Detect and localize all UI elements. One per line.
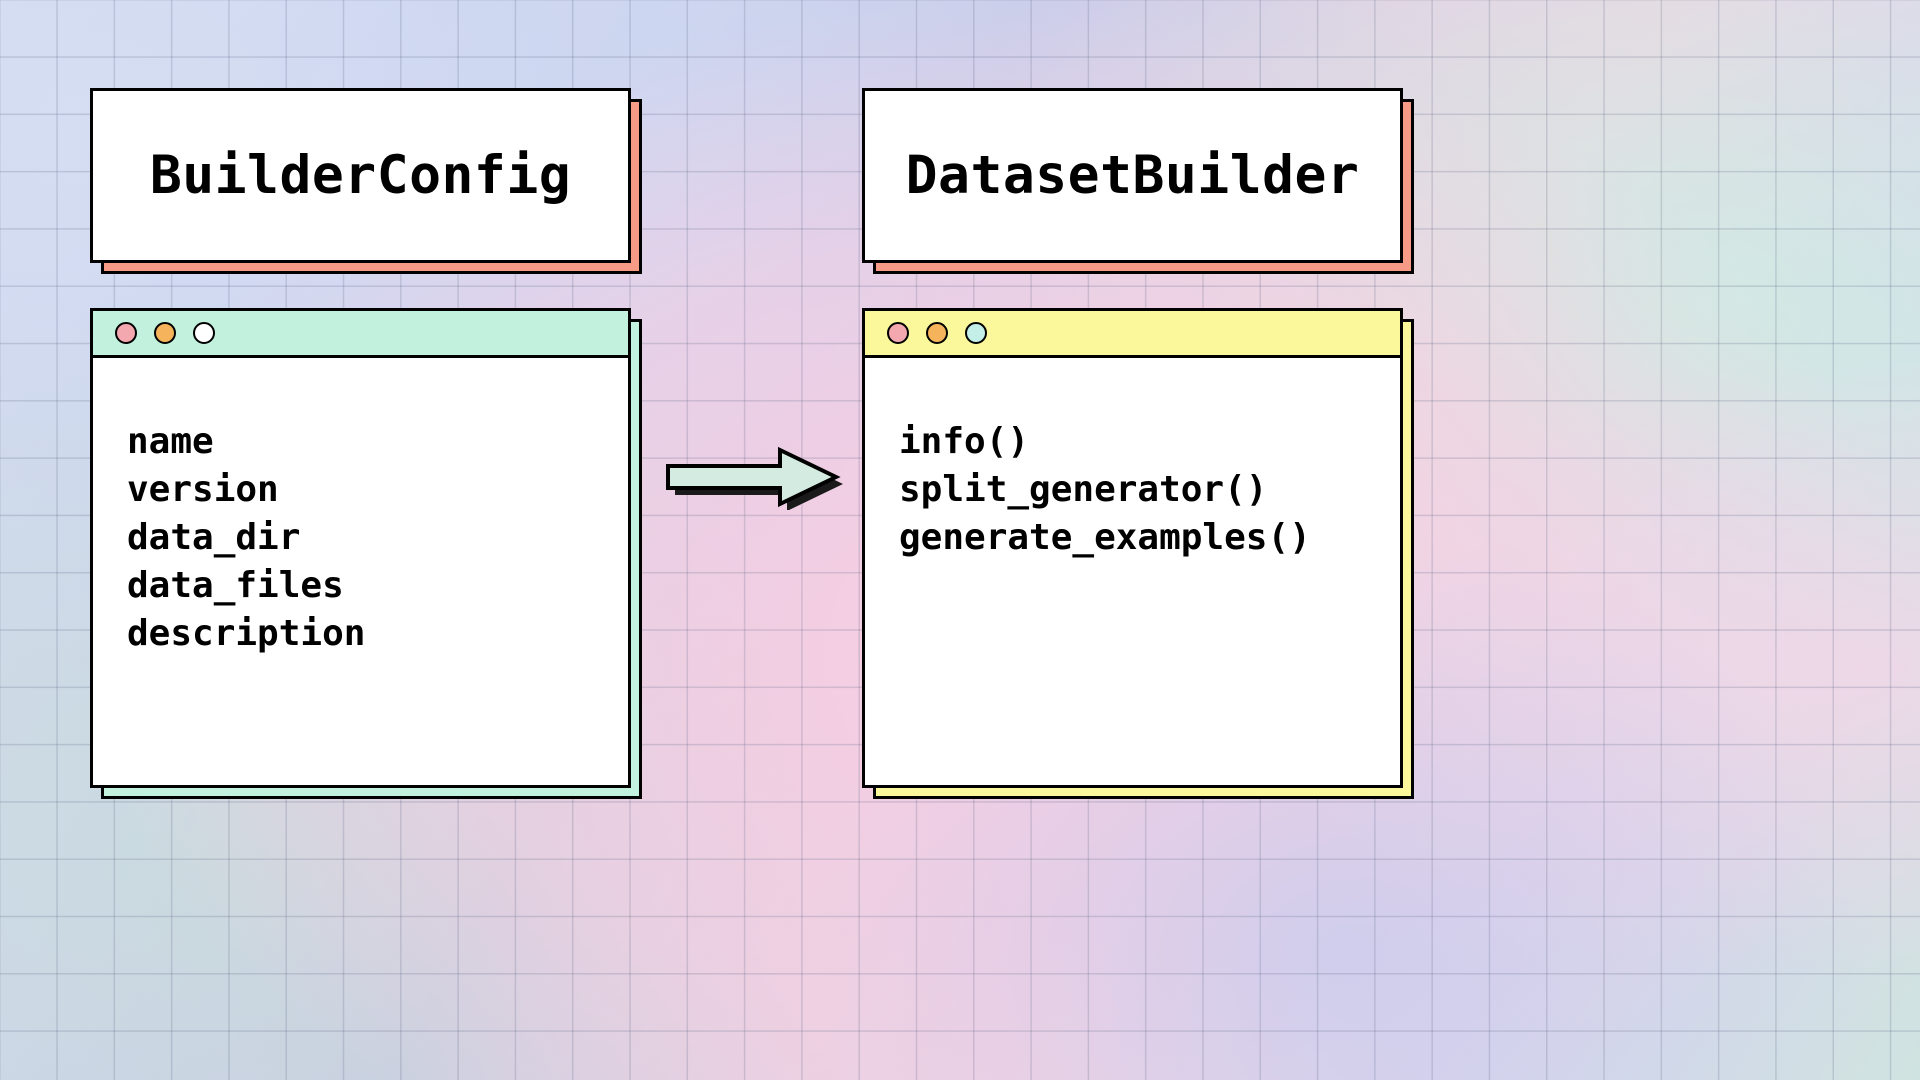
- window-body-dataset-builder: info() split_generator() generate_exampl…: [865, 358, 1400, 785]
- method-item: split_generator(): [899, 469, 1268, 510]
- traffic-light-close-icon[interactable]: [887, 322, 909, 344]
- window-card-face: name version data_dir data_files descrip…: [90, 308, 631, 788]
- traffic-light-minimize-icon[interactable]: [926, 322, 948, 344]
- attribute-item: name: [127, 421, 214, 462]
- method-item: generate_examples(): [899, 517, 1311, 558]
- title-card-builder-config[interactable]: BuilderConfig: [90, 88, 642, 274]
- attribute-item: data_files: [127, 565, 344, 606]
- traffic-light-close-icon[interactable]: [115, 322, 137, 344]
- class-title-builder-config: BuilderConfig: [149, 145, 572, 206]
- attribute-item: data_dir: [127, 517, 301, 558]
- class-title-dataset-builder: DatasetBuilder: [905, 145, 1360, 206]
- connector-arrow-right: [660, 440, 850, 510]
- attribute-item: description: [127, 613, 366, 654]
- traffic-light-minimize-icon[interactable]: [154, 322, 176, 344]
- window-card-builder-config[interactable]: name version data_dir data_files descrip…: [90, 308, 642, 799]
- title-card-face: DatasetBuilder: [862, 88, 1403, 263]
- title-card-dataset-builder[interactable]: DatasetBuilder: [862, 88, 1414, 274]
- traffic-light-maximize-icon[interactable]: [965, 322, 987, 344]
- window-card-dataset-builder[interactable]: info() split_generator() generate_exampl…: [862, 308, 1414, 799]
- window-titlebar-builder-config[interactable]: [93, 311, 628, 358]
- arrow-body-icon: [666, 446, 841, 508]
- window-card-face: info() split_generator() generate_exampl…: [862, 308, 1403, 788]
- attribute-item: version: [127, 469, 279, 510]
- window-body-builder-config: name version data_dir data_files descrip…: [93, 358, 628, 785]
- title-card-face: BuilderConfig: [90, 88, 631, 263]
- method-item: info(): [899, 421, 1030, 462]
- traffic-light-maximize-icon[interactable]: [193, 322, 215, 344]
- window-titlebar-dataset-builder[interactable]: [865, 311, 1400, 358]
